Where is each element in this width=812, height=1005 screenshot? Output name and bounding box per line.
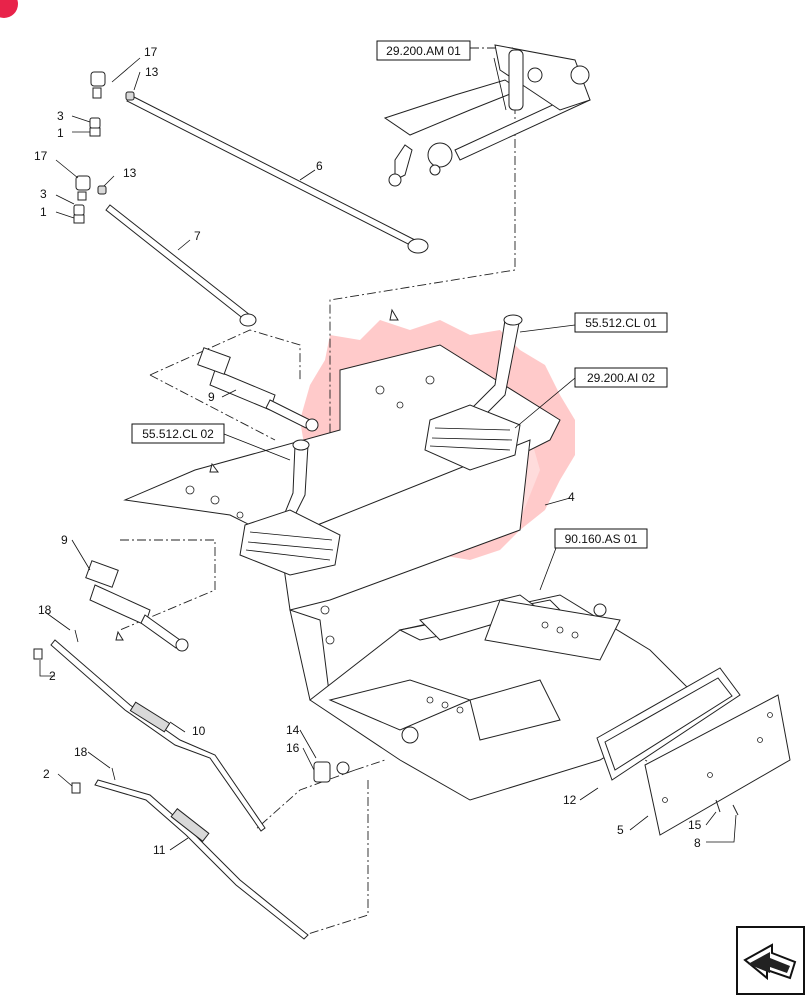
reference-box-90-160-as-01[interactable]: 90.160.AS 01 [554,528,648,549]
lower-control-rods [50,639,309,940]
next-page-arrow-icon[interactable] [736,926,805,995]
callout-18-lower: 18 [74,745,88,759]
callout-1-upper: 1 [57,126,64,140]
joystick-assemblies [239,314,523,576]
cover-plate-and-gasket [596,667,791,836]
callout-17-lower: 17 [34,149,48,163]
svg-text:55.512.CL 01: 55.512.CL 01 [585,316,657,330]
callout-5: 5 [617,823,624,837]
svg-text:90.160.AS 01: 90.160.AS 01 [565,532,638,546]
svg-text:55.512.CL 02: 55.512.CL 02 [142,427,214,441]
small-fasteners-lower [33,308,399,794]
callout-16: 16 [286,741,300,755]
callout-12: 12 [563,793,577,807]
upper-linkage-mechanism [383,44,591,187]
callout-labels: 17 13 3 1 17 13 3 1 6 7 9 9 4 18 2 10 18… [34,45,702,857]
callout-2-upper: 2 [49,669,56,683]
cab-floor-assembly [309,594,701,801]
callout-10: 10 [192,724,206,738]
callout-4: 4 [568,490,575,504]
svg-text:29.200.AM 01: 29.200.AM 01 [386,44,461,58]
callout-1-lower: 1 [40,205,47,219]
corner-badge [0,0,18,18]
callout-17-upper: 17 [144,45,158,59]
console-base-plate [123,344,561,701]
callout-leaders [39,57,737,851]
callout-3-lower: 3 [40,187,47,201]
callout-15: 15 [688,818,702,832]
callout-9-upper: 9 [208,390,215,404]
callout-14: 14 [286,723,300,737]
callout-13-lower: 13 [123,166,137,180]
damper-cylinders [85,347,319,652]
callout-11: 11 [153,843,166,857]
reference-box-55-512-cl-02[interactable]: 55.512.CL 02 [131,423,225,444]
reference-box-29-200-ai-02[interactable]: 29.200.AI 02 [574,367,668,388]
callout-18-upper: 18 [38,603,52,617]
callout-6: 6 [316,159,323,173]
callout-9-lower: 9 [61,533,68,547]
callout-3-upper: 3 [57,109,64,123]
fasteners-group-upper [73,71,135,224]
reference-box-55-512-cl-01[interactable]: 55.512.CL 01 [574,312,668,333]
reference-box-29-200-am-01[interactable]: 29.200.AM 01 [376,40,471,61]
callout-7: 7 [194,229,201,243]
svg-text:29.200.AI 02: 29.200.AI 02 [587,371,655,385]
callout-13-upper: 13 [145,65,159,79]
callout-8: 8 [694,836,701,850]
callout-2-lower: 2 [43,767,50,781]
control-rods [105,94,429,327]
